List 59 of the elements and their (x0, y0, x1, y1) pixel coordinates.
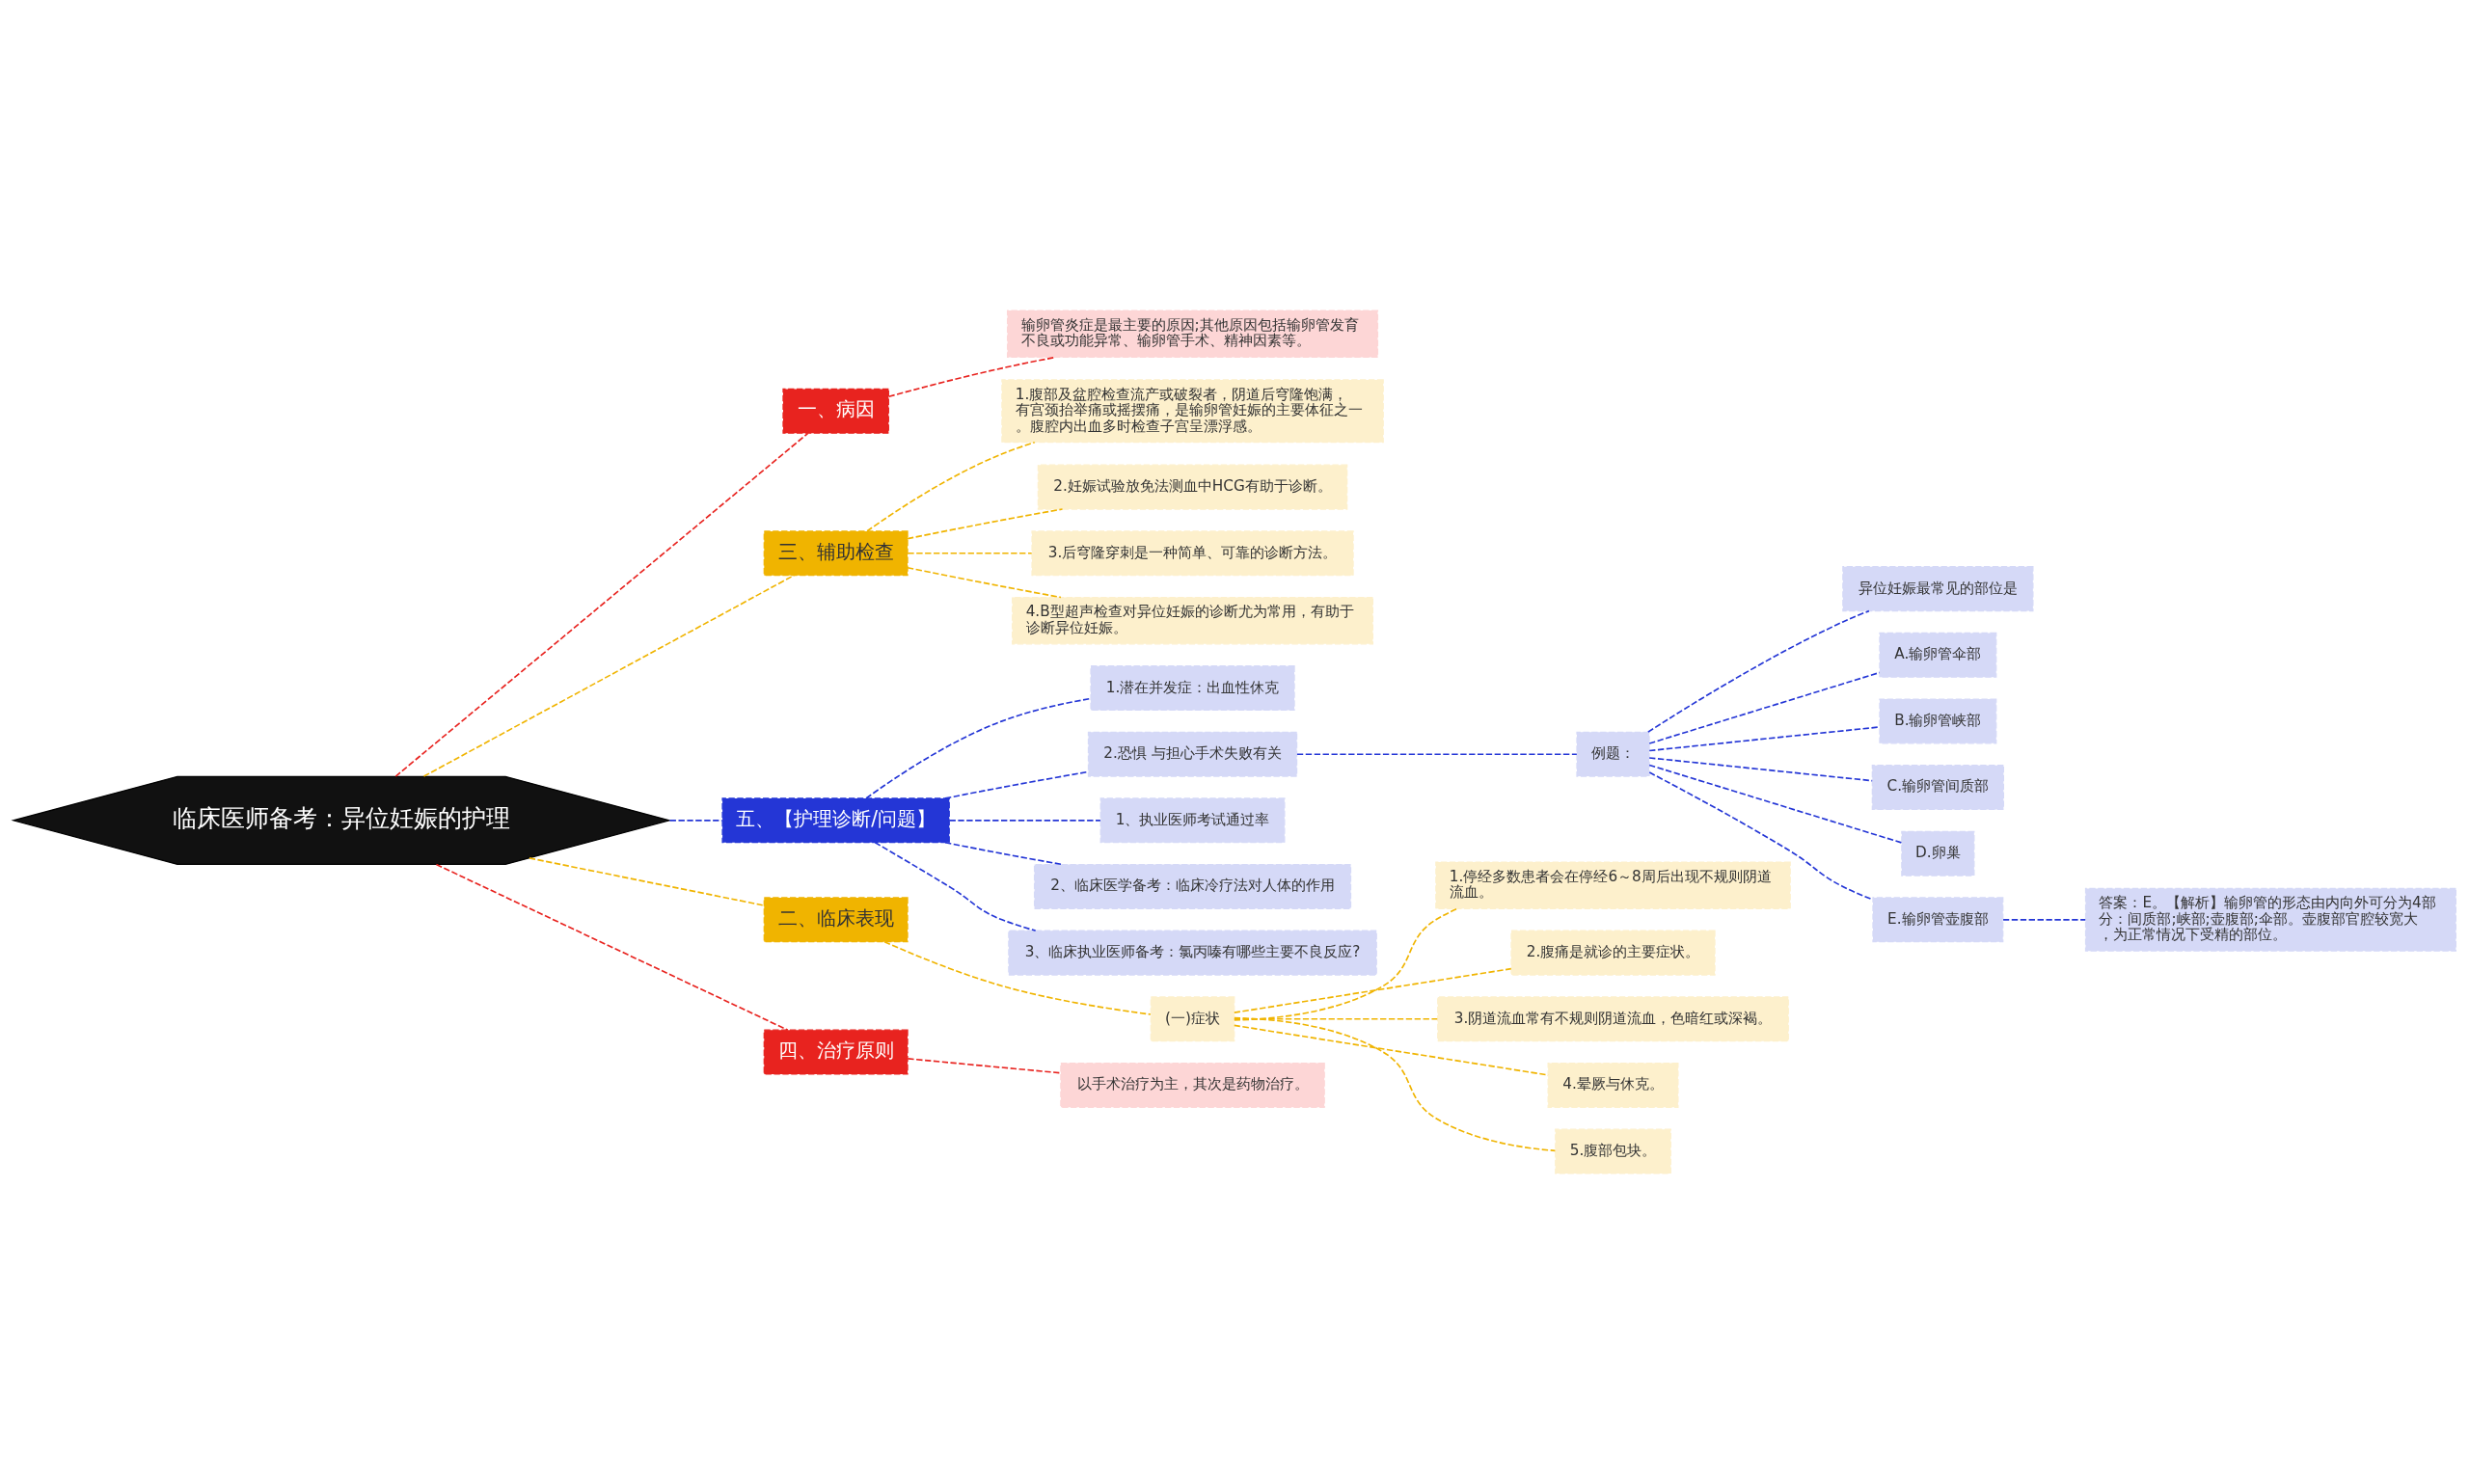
node-box: 5.腹部包块。 (1555, 1128, 1671, 1174)
node-box: 输卵管炎症是最主要的原因;其他原因包括输卵管发育不良或功能异常、输卵管手术、精神因素等。 (1006, 310, 1379, 358)
connector (394, 432, 809, 777)
connector (1648, 671, 1881, 744)
connector (944, 770, 1089, 799)
node-box: 1.停经多数患者会在停经6～8周后出现不规则阴道流血。 (1435, 861, 1791, 909)
connector (1648, 764, 1903, 844)
node-box: B.输卵管峡部 (1879, 698, 1997, 744)
connector (1648, 757, 1873, 782)
node-box: 三、辅助检查 (763, 530, 909, 577)
node-box: 2、临床医学备考：临床冷疗法对人体的作用 (1033, 863, 1352, 909)
node-box: 2.妊娠试验放免法测血中HCG有助于诊断。 (1037, 464, 1348, 510)
connector (907, 508, 1064, 540)
node-box: 1.腹部及盆腔检查流产或破裂者，阴道后穹隆饱满，有宫颈抬举痛或摇摆痛，是输卵管妊娠的主要体征之一。腹腔内出血多时检查子宫呈漂浮感。 (1001, 379, 1384, 444)
connector (866, 442, 1036, 532)
connector (1647, 609, 1870, 733)
node-box: 五、【护理诊断/问题】 (721, 797, 950, 844)
connector (865, 697, 1092, 799)
connector (435, 863, 789, 1032)
connector (907, 552, 1033, 554)
connector (1233, 967, 1512, 1013)
node-box: 1、执业医师考试通过率 (1099, 797, 1286, 844)
node-box: 3、临床执业医师备考：氯丙嗪有哪些主要不良反应? (1008, 930, 1377, 976)
node-box: 答案：E。【解析】输卵管的形态由内向外可分为4部分：间质部;峡部;壶腹部;伞部。壶腹部官腔较宽大，为正常情况下受精的部位。 (2084, 887, 2456, 952)
connector (1234, 907, 1458, 1021)
connector (1233, 1024, 1549, 1076)
node-box: 四、治疗原则 (763, 1029, 909, 1075)
connector (874, 841, 1037, 931)
connector (1296, 753, 1578, 756)
node-box: C.输卵管间质部 (1871, 765, 2004, 811)
connector (1234, 1016, 1557, 1152)
connector (907, 566, 1062, 599)
node-box: 2.腹痛是就诊的主要症状。 (1510, 930, 1716, 976)
node-box: 2.恐惧 与担心手术失败有关 (1087, 731, 1298, 777)
node-box: 以手术治疗为主，其次是药物治疗。 (1060, 1062, 1325, 1108)
node-box: D.卵巢 (1901, 830, 1975, 877)
node-box: E.输卵管壶腹部 (1872, 897, 2004, 943)
connector (422, 574, 795, 777)
node-box: 1.潜在并发症：出血性休克 (1090, 665, 1295, 712)
connector (1233, 1017, 1439, 1020)
connector (883, 940, 1152, 1015)
node-box: 3.阴道流血常有不规则阴道流血，色暗红或深褐。 (1437, 996, 1789, 1042)
node-box: 例题： (1576, 731, 1650, 777)
connector (529, 857, 766, 906)
connector (948, 820, 1101, 822)
node-box: 一、病因 (782, 388, 889, 434)
node-box: A.输卵管伞部 (1879, 632, 1997, 678)
node-box: 二、临床表现 (763, 897, 909, 943)
node-box: 3.后穹隆穿刺是一种简单、可靠的诊断方法。 (1031, 530, 1354, 577)
connector (1648, 726, 1881, 752)
node-box: 异位妊娠最常见的部位是 (1842, 566, 2034, 612)
node-box: 4.晕厥与休克。 (1547, 1062, 1679, 1108)
connector (907, 1058, 1062, 1074)
connector (1648, 771, 1874, 901)
node-box: 4.B型超声检查对异位妊娠的诊断尤为常用，有助于诊断异位妊娠。 (1012, 596, 1374, 645)
connector (2002, 918, 2087, 921)
connector (944, 841, 1064, 866)
node-box: (一)症状 (1150, 996, 1235, 1042)
connector (668, 820, 723, 822)
